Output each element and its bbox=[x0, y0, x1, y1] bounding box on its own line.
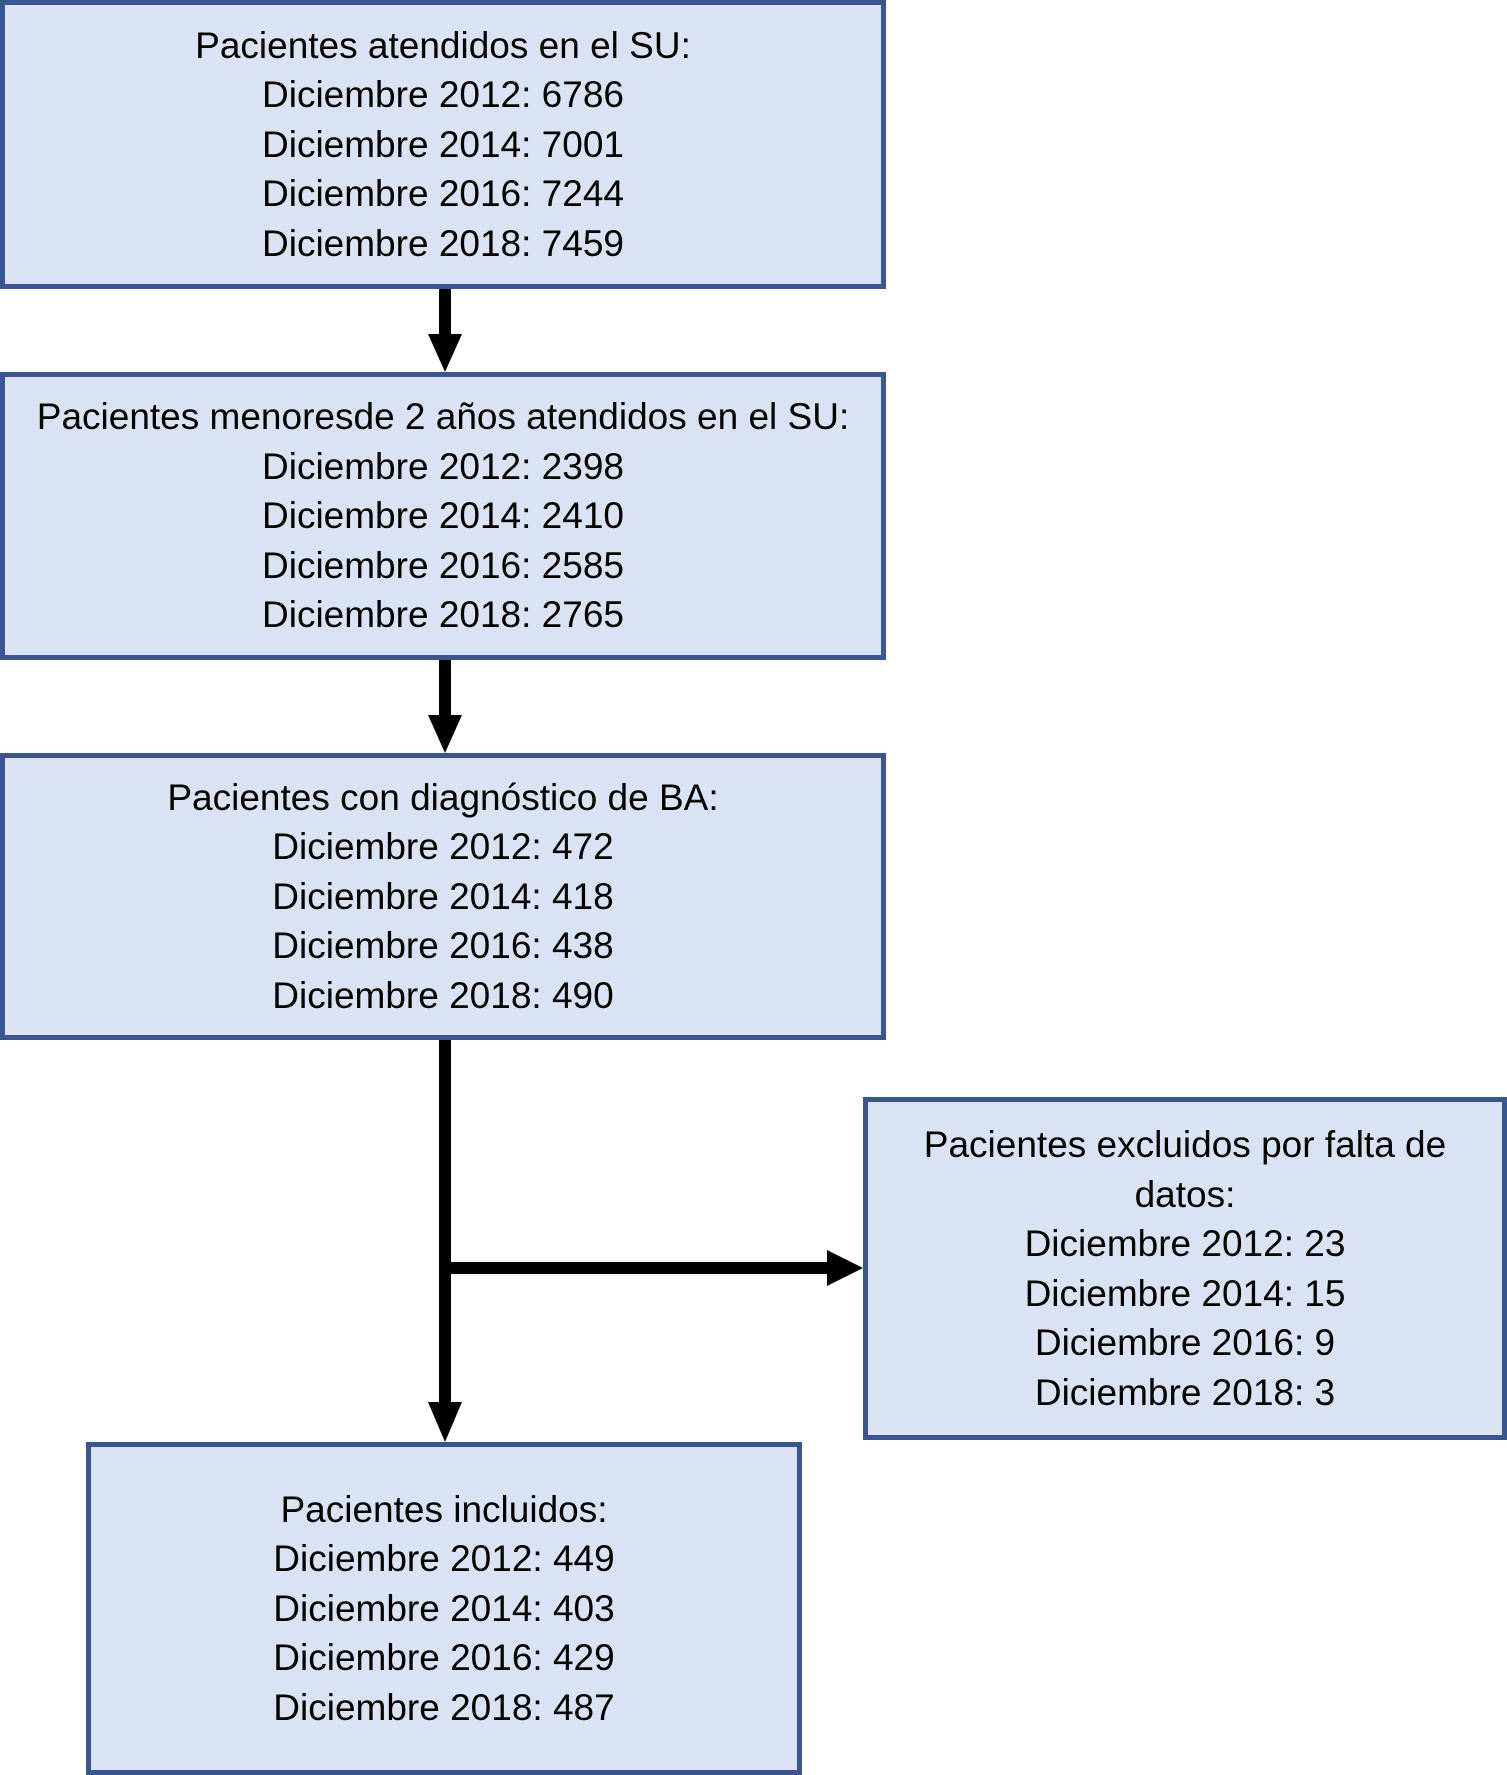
box-line: Diciembre 2012: 2398 bbox=[262, 445, 624, 487]
box-line: Diciembre 2018: 490 bbox=[272, 974, 614, 1016]
box-line: Diciembre 2016: 7244 bbox=[262, 173, 624, 215]
box-line: Diciembre 2014: 403 bbox=[273, 1587, 615, 1629]
box-line: Diciembre 2018: 3 bbox=[1034, 1371, 1336, 1413]
arrow-branch-to-4 bbox=[445, 1250, 863, 1286]
box-line: Diciembre 2014: 2410 bbox=[262, 495, 624, 537]
box-line: Diciembre 2016: 2585 bbox=[262, 544, 624, 586]
box-included: Pacientes incluidos: Diciembre 2012: 449… bbox=[86, 1442, 802, 1775]
box-title: Pacientes atendidos en el SU: bbox=[195, 24, 691, 66]
box-line: Diciembre 2018: 487 bbox=[273, 1686, 615, 1728]
box-line: Diciembre 2016: 429 bbox=[273, 1637, 615, 1679]
box-line: Diciembre 2016: 9 bbox=[1034, 1322, 1336, 1363]
box-line: Diciembre 2012: 23 bbox=[1024, 1223, 1346, 1264]
box-line: Diciembre 2014: 418 bbox=[272, 875, 614, 917]
box-line: Diciembre 2014: 15 bbox=[1024, 1272, 1346, 1314]
box-ba-diagnosis: Pacientes con diagnóstico de BA: Diciemb… bbox=[0, 753, 886, 1040]
box-excluded: Pacientes excluidos por falta de datos: … bbox=[863, 1097, 1507, 1440]
box-under-2-years: Pacientes menoresde 2 años atendidos en … bbox=[0, 372, 886, 660]
arrow-1-to-2 bbox=[428, 289, 462, 372]
arrow-2-to-3 bbox=[428, 660, 462, 753]
box-line: Diciembre 2012: 472 bbox=[272, 826, 614, 868]
box-title: Pacientes excluidos por falta de datos: bbox=[923, 1124, 1447, 1215]
box-patients-attended: Pacientes atendidos en el SU: Diciembre … bbox=[0, 0, 886, 289]
box-line: Diciembre 2014: 7001 bbox=[262, 123, 624, 165]
box-title: Pacientes con diagnóstico de BA: bbox=[167, 776, 719, 818]
box-title: Pacientes menoresde 2 años atendidos en … bbox=[36, 396, 850, 438]
box-line: Diciembre 2012: 6786 bbox=[262, 74, 624, 116]
arrow-3-to-5 bbox=[428, 1040, 462, 1442]
box-line: Diciembre 2018: 7459 bbox=[262, 222, 624, 264]
box-line: Diciembre 2012: 449 bbox=[273, 1538, 615, 1580]
box-line: Diciembre 2016: 438 bbox=[272, 925, 614, 967]
box-line: Diciembre 2018: 2765 bbox=[262, 594, 624, 636]
box-title: Pacientes incluidos: bbox=[280, 1488, 608, 1530]
